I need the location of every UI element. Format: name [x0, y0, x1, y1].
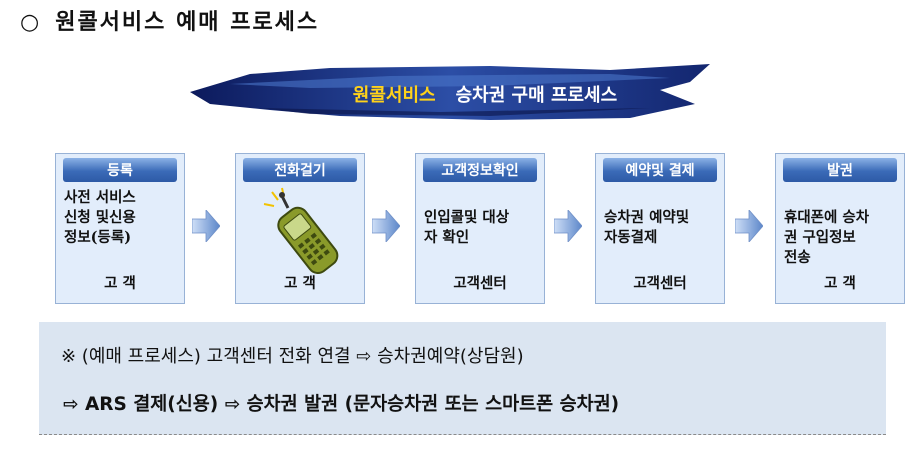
step-issue: 발권 휴대폰에 승차 권 구입정보 전송 고 객 [775, 153, 905, 304]
flow-arrow-icon [554, 210, 582, 242]
step-verify-title: 고객정보확인 [423, 158, 537, 182]
process-note-box: ※ (예매 프로세스) 고객센터 전화 연결 ⇨ 승차권예약(상담원) ⇨ AR… [39, 322, 886, 435]
step-issue-body: 휴대폰에 승차 권 구입정보 전송 [784, 209, 870, 266]
note-line-2: ⇨ ARS 결제(신용) ⇨ 승차권 발권 (문자승차권 또는 스마트폰 승차권… [63, 394, 620, 415]
banner-title-process: 승차권 구매 프로세스 [455, 85, 618, 106]
page-heading: ○ 원콜서비스 예매 프로세스 [20, 4, 319, 36]
heading-text: 원콜서비스 예매 프로세스 [55, 9, 320, 35]
banner-brush-stroke [190, 64, 710, 120]
banner-title-service: 원콜서비스 [352, 85, 436, 106]
step-verify-actor: 고객센터 [453, 275, 507, 292]
step-verify-body: 인입콜및 대상 자 확인 [424, 209, 510, 246]
step-reserve-pay-title: 예약및 결제 [603, 158, 717, 182]
bullet-circle: ○ [20, 10, 42, 35]
step-register-title: 등록 [63, 158, 177, 182]
step-register-body: 사전 서비스 신청 및신용 정보(등록) [64, 189, 136, 246]
step-register: 등록 사전 서비스 신청 및신용 정보(등록) 고 객 [55, 153, 185, 304]
mobile-phone-icon [263, 187, 339, 275]
step-reserve-pay-actor: 고객센터 [633, 275, 687, 292]
step-verify: 고객정보확인 인입콜및 대상 자 확인 고객센터 [415, 153, 545, 304]
step-register-actor: 고 객 [104, 275, 136, 292]
flow-arrow-icon [192, 210, 220, 242]
banner-title: 원콜서비스 승차권 구매 프로세스 [300, 79, 670, 109]
flow-arrow-icon [735, 210, 763, 242]
step-reserve-pay-body: 승차권 예약및 자동결제 [604, 209, 690, 246]
step-reserve-pay: 예약및 결제 승차권 예약및 자동결제 고객센터 [595, 153, 725, 304]
step-issue-title: 발권 [783, 158, 897, 182]
flow-arrow-icon [372, 210, 400, 242]
step-call-title: 전화걸기 [243, 158, 357, 182]
step-call-actor: 고 객 [284, 275, 316, 292]
step-issue-actor: 고 객 [824, 275, 856, 292]
step-call: 전화걸기 고 객 [235, 153, 365, 304]
note-line-1: ※ (예매 프로세스) 고객센터 전화 연결 ⇨ 승차권예약(상담원) [61, 346, 524, 367]
